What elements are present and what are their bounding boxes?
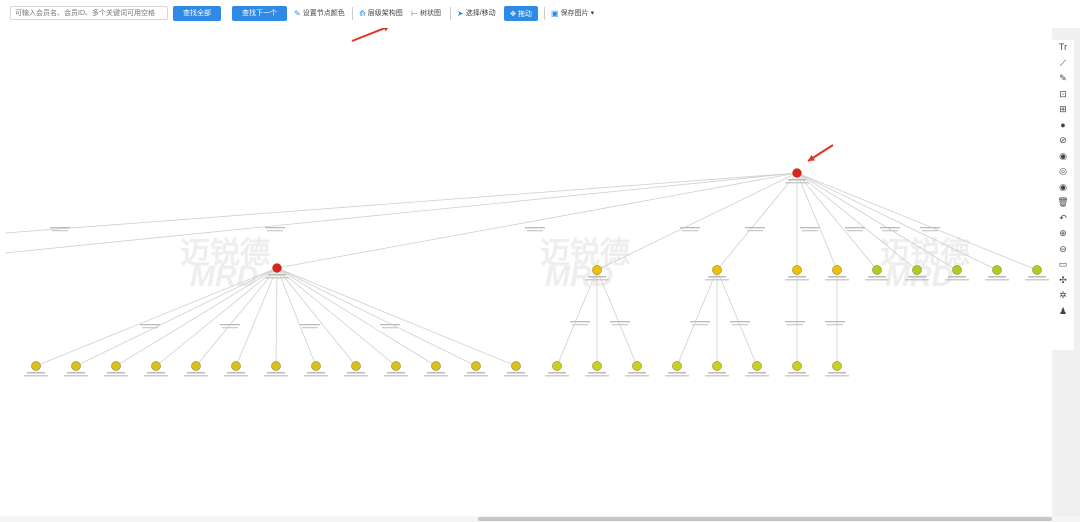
level1-node[interactable] — [712, 265, 722, 275]
pen-tool-icon[interactable]: ✎ — [1059, 73, 1067, 83]
drag-label: 拖动 — [517, 10, 532, 18]
leaf-node[interactable] — [231, 361, 241, 371]
graph-canvas[interactable]: 迈锐德 迈锐德 迈锐德 MRD MRD MRD — [0, 28, 1052, 516]
leaf-node[interactable] — [632, 361, 642, 371]
leaf-node[interactable] — [792, 361, 802, 371]
spread-icon[interactable]: ✲ — [1059, 290, 1067, 300]
leaf-node[interactable] — [552, 361, 562, 371]
zoom-in-icon[interactable]: ⊕ — [1059, 228, 1067, 238]
leaf-node[interactable] — [31, 361, 41, 371]
leaf-node[interactable] — [431, 361, 441, 371]
toolbar: 查找全部 查找下一个 ✎ 设置节点颜色 ⟰ 层级架构图 ⊢ 树状图 ➤ 选择/移… — [0, 0, 1080, 28]
leaf-node[interactable] — [592, 361, 602, 371]
leaf-node[interactable] — [311, 361, 321, 371]
eye-slash-icon[interactable]: ◎ — [1059, 166, 1067, 176]
toolbar-divider — [544, 7, 545, 20]
level1-node[interactable] — [992, 265, 1002, 275]
save-image-button[interactable]: ▣ 保存图片 ▾ — [551, 8, 594, 18]
cursor-icon: ➤ — [457, 8, 464, 18]
level1-node[interactable] — [592, 265, 602, 275]
fill-circle-icon[interactable]: ● — [1060, 119, 1066, 130]
hierarchy-view-label: 层级架构图 — [367, 10, 403, 17]
find-next-button[interactable]: 查找下一个 — [232, 6, 287, 21]
level1-node[interactable] — [1032, 265, 1042, 275]
tree-view-label: 树状图 — [419, 10, 441, 17]
org-graph — [4, 28, 1049, 377]
side-toolbar: Tr ⟋ ✎ ⊡ ⊞ ● ⊘ ◉ ◎ ◉ 🗑 ↶ ⊕ ⊖ ▭ ✣ ✲ ♟ — [1052, 40, 1074, 350]
select-move-label: 选择/移动 — [465, 10, 496, 17]
search-input[interactable] — [10, 6, 168, 20]
level1-node[interactable] — [792, 265, 802, 275]
scrollbar-thumb[interactable] — [478, 517, 1052, 521]
set-node-color-label: 设置节点颜色 — [302, 10, 345, 17]
eye-closed-icon[interactable]: ◉ — [1059, 150, 1067, 161]
eye-icon[interactable]: ◉ — [1059, 181, 1067, 192]
tree-icon: ⊢ — [411, 8, 418, 18]
set-node-color-button[interactable]: ✎ 设置节点颜色 — [294, 8, 345, 18]
leaf-node[interactable] — [752, 361, 762, 371]
leaf-node[interactable] — [471, 361, 481, 371]
leaf-node[interactable] — [191, 361, 201, 371]
horizontal-scrollbar[interactable] — [0, 516, 1080, 522]
leaf-node[interactable] — [111, 361, 121, 371]
leaf-node[interactable] — [511, 361, 521, 371]
move-icon: ✥ — [510, 10, 516, 18]
toolbar-divider — [450, 7, 451, 20]
image-icon: ▣ — [551, 8, 559, 18]
fit-screen-icon[interactable]: ▭ — [1058, 259, 1068, 269]
hierarchy-view-button[interactable]: ⟰ 层级架构图 — [359, 8, 403, 18]
block-icon[interactable]: ⊘ — [1059, 135, 1067, 145]
person-icon[interactable]: ♟ — [1058, 305, 1068, 316]
leaf-node[interactable] — [712, 361, 722, 371]
brush-icon: ✎ — [294, 8, 301, 18]
save-image-label: 保存图片 — [560, 10, 589, 17]
trash-icon[interactable]: 🗑 — [1057, 197, 1069, 207]
text-tool-icon[interactable]: Tr — [1058, 42, 1068, 52]
tree-view-button[interactable]: ⊢ 树状图 — [411, 8, 441, 18]
level1-node[interactable] — [872, 265, 882, 275]
leaf-node[interactable] — [391, 361, 401, 371]
leaf-node[interactable] — [151, 361, 161, 371]
hierarchy-icon: ⟰ — [359, 8, 366, 18]
find-all-button[interactable]: 查找全部 — [173, 6, 221, 21]
leaf-node[interactable] — [271, 361, 281, 371]
layout-icon[interactable]: ✣ — [1059, 274, 1067, 285]
leaf-node[interactable] — [832, 361, 842, 371]
fit-tool-icon[interactable]: ⊞ — [1059, 104, 1067, 114]
chevron-down-icon: ▾ — [590, 10, 595, 17]
level1-node[interactable] — [832, 265, 842, 275]
zoom-out-icon[interactable]: ⊖ — [1059, 243, 1067, 254]
drag-button[interactable]: ✥ 拖动 — [504, 6, 538, 21]
select-move-button[interactable]: ➤ 选择/移动 — [457, 8, 496, 18]
line-tool-icon[interactable]: ⟋ — [1059, 57, 1067, 68]
level1-node[interactable] — [272, 263, 282, 273]
level1-node[interactable] — [952, 265, 962, 275]
toolbar-divider — [352, 7, 353, 20]
root-node[interactable] — [792, 168, 802, 178]
point-tool-icon[interactable]: ⊡ — [1059, 88, 1067, 99]
undo-icon[interactable]: ↶ — [1059, 212, 1067, 223]
leaf-node[interactable] — [71, 361, 81, 371]
level1-node[interactable] — [912, 265, 922, 275]
leaf-node[interactable] — [351, 361, 361, 371]
leaf-node[interactable] — [672, 361, 682, 371]
